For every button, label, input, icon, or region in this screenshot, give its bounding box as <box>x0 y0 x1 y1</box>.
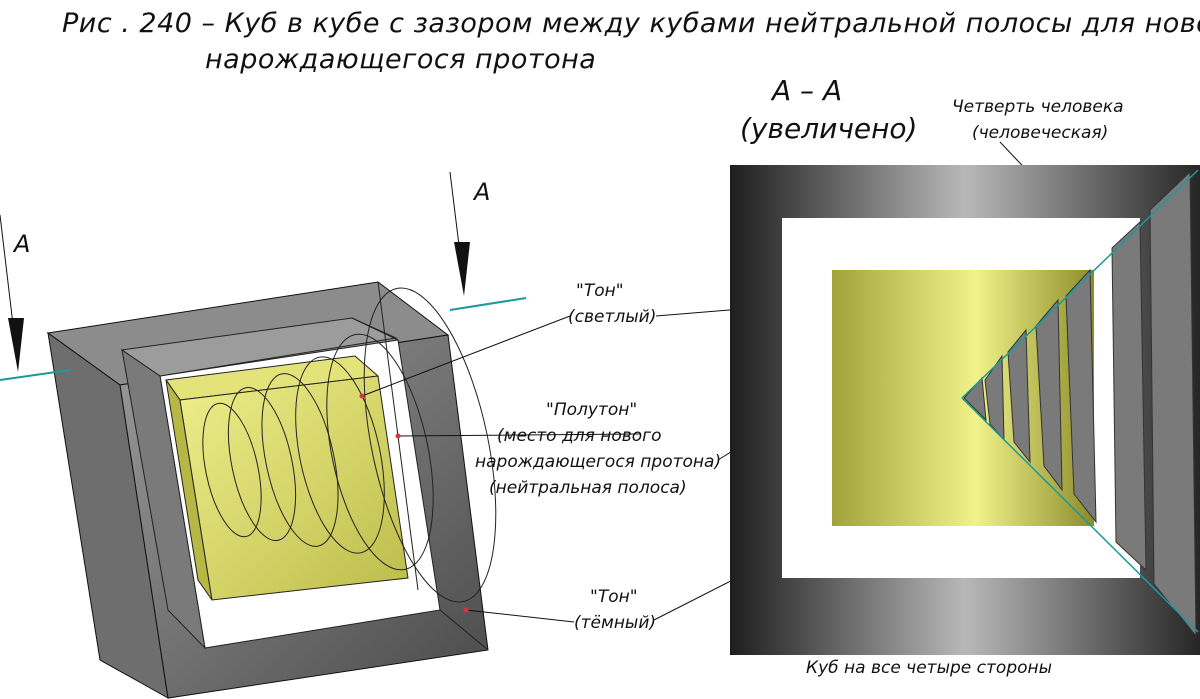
spiral-rings <box>202 287 497 603</box>
section-cut-lines <box>961 169 1199 633</box>
cut-mark-left: A <box>0 214 71 381</box>
cut-letter-left: A <box>12 230 30 258</box>
cut-letter-right: A <box>472 178 490 206</box>
tone-dark-label-line1: "Тон" <box>590 587 638 607</box>
tone-light-label-line1: "Тон" <box>576 281 624 301</box>
halftone-label-line1: "Полутон" <box>546 400 637 420</box>
isometric-cube-drawing <box>46 281 497 699</box>
section-spiral-strips <box>963 170 1197 638</box>
halftone-label-line3: нарождающегося протона) <box>475 452 721 472</box>
figure-title-line1: Рис . 240 – Куб в кубе с зазором между к… <box>62 8 1200 39</box>
quarter-label-line1: Четверть человека <box>952 97 1124 117</box>
section-zoom-note: (увеличено) <box>740 112 917 145</box>
marker-tone-light-3d <box>359 393 365 399</box>
marker-tone-dark-3d <box>463 607 469 613</box>
quarter-label-line2: (человеческая) <box>972 123 1108 143</box>
cut-mark-right: A <box>449 171 527 311</box>
inner-cube-left <box>121 348 206 650</box>
halftone-label-line2: (место для нового <box>497 426 662 446</box>
tone-light-label-line2: (светлый) <box>568 307 656 327</box>
yellow-cube-front <box>179 375 409 601</box>
figure-title-line2: нарождающегося протона <box>205 44 596 75</box>
halftone-label-line4: (нейтральная полоса) <box>489 478 687 498</box>
cut-arrow-left <box>8 318 24 372</box>
section-view <box>730 165 1200 655</box>
marker-halftone-3d <box>395 433 401 439</box>
tone-dark-label-line2: (тёмный) <box>574 613 656 633</box>
cut-arrow-right <box>454 242 470 296</box>
section-name: A – A <box>770 74 842 107</box>
caption: Куб на все четыре стороны <box>806 658 1052 678</box>
